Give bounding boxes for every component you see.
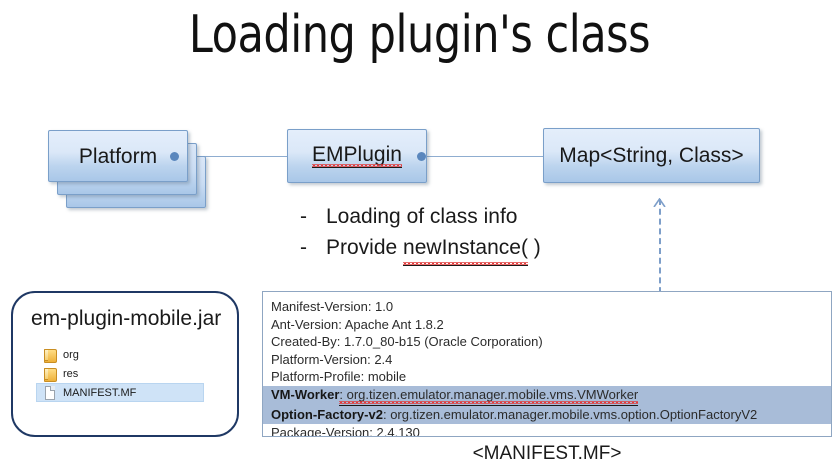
list-item-label: res — [63, 367, 79, 380]
connector-dot-icon — [417, 152, 426, 161]
manifest-line-highlighted: Option-Factory-v2: org.tizen.emulator.ma… — [263, 406, 831, 424]
manifest-panel: Manifest-Version: 1.0 Ant-Version: Apach… — [262, 291, 832, 437]
manifest-key: Option-Factory-v2 — [271, 407, 383, 422]
bullet-dash: - — [300, 205, 307, 228]
map-box-label: Map<String, Class> — [559, 144, 744, 167]
manifest-line: Platform-Version: 2.4 — [263, 351, 831, 369]
bullet-list: -Loading of class info -Provide newInsta… — [300, 201, 541, 266]
manifest-key: Platform-Version: — [271, 351, 371, 367]
manifest-value: : org.tizen.emulator.manager.mobile.vms.… — [339, 386, 639, 406]
manifest-value: : org.tizen.emulator.manager.mobile.vms.… — [382, 407, 758, 422]
manifest-line: Created-By: 1.7.0_80-b15 (Oracle Corpora… — [263, 333, 831, 351]
manifest-value: 1.7.0_80-b15 (Oracle Corporation) — [340, 334, 543, 349]
connector-dot-icon — [170, 152, 179, 161]
bullet-item-1: -Loading of class info — [300, 201, 541, 232]
list-item-selected[interactable]: MANIFEST.MF — [36, 383, 204, 402]
list-item[interactable]: org — [36, 345, 204, 364]
map-box[interactable]: Map<String, Class> — [543, 128, 760, 183]
bullet-item-2-text: Provide — [326, 236, 404, 259]
platform-box[interactable]: Platform — [48, 130, 188, 182]
list-item[interactable]: res — [36, 364, 204, 383]
manifest-line: Package-Version: 2.4.130 — [263, 424, 831, 437]
manifest-key: VM-Worker — [271, 386, 340, 402]
list-item-label: MANIFEST.MF — [63, 386, 137, 399]
manifest-key: Manifest-Version: — [271, 299, 372, 314]
jar-file-tree[interactable]: org res MANIFEST.MF — [36, 345, 204, 402]
bullet-item-2-suffix: ) — [527, 236, 541, 259]
bullet-item-1-text: Loading of class info — [326, 205, 518, 228]
folder-icon — [41, 366, 59, 382]
file-icon — [41, 385, 59, 401]
connector-platform-to-emplugin — [186, 156, 290, 157]
caption: <MANIFEST.MF> — [472, 443, 622, 464]
manifest-value: 1.0 — [371, 299, 394, 314]
bullet-item-2: -Provide newInstance( ) — [300, 232, 541, 266]
manifest-line: Manifest-Version: 1.0 — [263, 298, 831, 316]
emplugin-box-label: EMPlugin — [312, 143, 402, 168]
manifest-line-highlighted: VM-Worker: org.tizen.emulator.manager.mo… — [263, 385, 831, 406]
manifest-value: 2.4.130 — [372, 424, 420, 437]
folder-icon — [41, 347, 59, 363]
list-item-label: org — [63, 348, 79, 361]
manifest-key: Package-Version: — [271, 424, 373, 437]
bullet-item-2-code: newInstance( — [403, 232, 528, 266]
platform-box-label: Platform — [78, 144, 158, 168]
platform-box-stack[interactable]: Platform — [48, 130, 238, 220]
dashed-up-arrow-icon — [653, 198, 666, 207]
manifest-value: mobile — [364, 369, 407, 384]
manifest-value: Apache Ant 1.8.2 — [341, 316, 444, 332]
bullet-dash: - — [300, 236, 307, 259]
page-title: Loading plugin's class — [188, 5, 651, 65]
manifest-value: 2.4 — [370, 351, 393, 367]
jar-panel: em-plugin-mobile.jar org res MANIFEST.MF — [11, 291, 239, 437]
manifest-line: Platform-Profile: mobile — [263, 368, 831, 386]
manifest-key: Platform-Profile: — [271, 369, 365, 384]
manifest-key: Created-By: — [271, 334, 341, 349]
manifest-line: Ant-Version: Apache Ant 1.8.2 — [263, 316, 831, 334]
manifest-key: Ant-Version: — [271, 316, 342, 332]
jar-title: em-plugin-mobile.jar — [31, 307, 222, 330]
connector-emplugin-to-map — [425, 156, 545, 157]
emplugin-box[interactable]: EMPlugin — [287, 129, 427, 183]
